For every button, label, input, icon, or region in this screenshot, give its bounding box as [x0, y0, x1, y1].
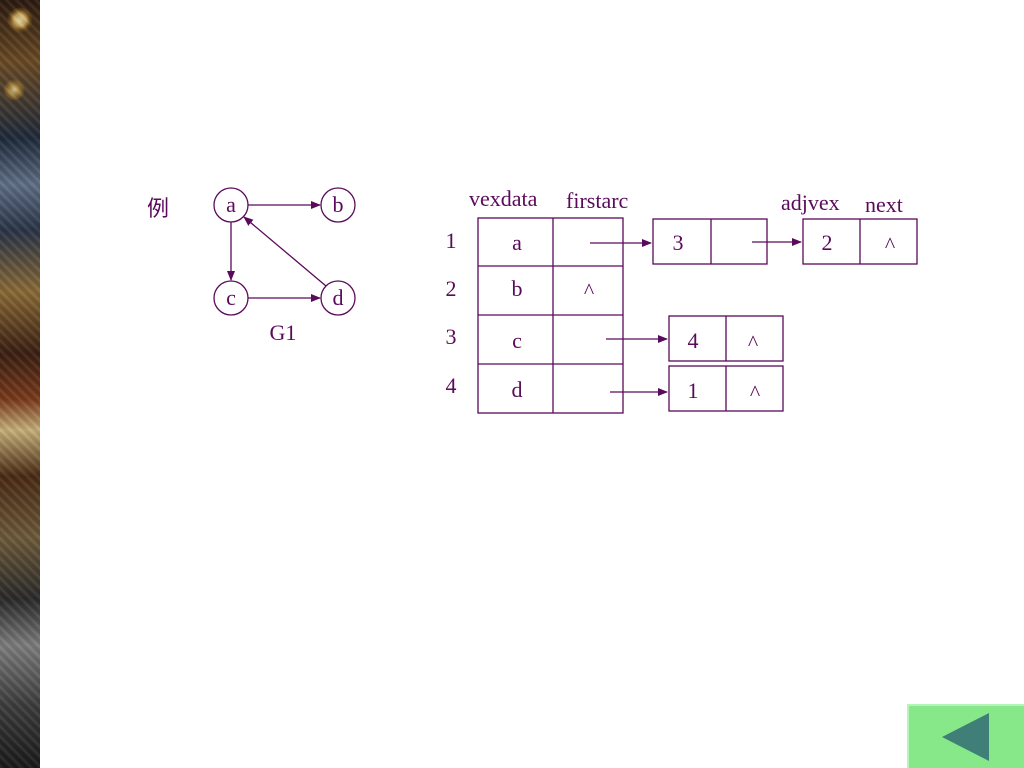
next-null-row1: ^: [885, 232, 896, 257]
adjvex-value-1: 1: [688, 378, 699, 403]
header-next: next: [865, 192, 903, 217]
adjvex-value-4: 4: [688, 328, 699, 353]
next-null-row4: ^: [750, 380, 761, 405]
next-null-row3: ^: [748, 330, 759, 355]
vertex-label-d: d: [333, 285, 344, 310]
edge-d-a: [243, 216, 327, 287]
vertex-a: [213, 187, 249, 223]
header-vexdata: vexdata: [469, 186, 538, 211]
vertex-b: [320, 187, 356, 223]
vertex-d: [320, 280, 356, 316]
pointer-arrows: [590, 238, 802, 396]
row-index-2: 2: [446, 276, 457, 301]
row-index-1: 1: [446, 228, 457, 253]
example-label: 例: [147, 196, 169, 221]
vertex-label-b: b: [333, 192, 344, 217]
vertex-c: [213, 280, 249, 316]
graph-g1: [213, 187, 356, 316]
row-index-4: 4: [446, 373, 457, 398]
header-firstarc: firstarc: [566, 188, 629, 213]
back-button[interactable]: [907, 704, 1024, 768]
vexdata-cell-a: a: [512, 230, 522, 255]
graph-name: G1: [270, 320, 297, 345]
adjvex-value-3: 3: [673, 230, 684, 255]
header-adjvex: adjvex: [781, 190, 840, 215]
vexdata-cell-c: c: [512, 328, 522, 353]
vertex-label-a: a: [226, 192, 236, 217]
firstarc-null-b: ^: [584, 278, 595, 303]
vexdata-cell-d: d: [512, 377, 523, 402]
vertex-label-c: c: [226, 285, 236, 310]
vertex-table: [477, 217, 624, 414]
row-index-3: 3: [446, 324, 457, 349]
vexdata-cell-b: b: [512, 276, 523, 301]
decorative-side-strip: [0, 0, 40, 768]
back-arrow-icon: [942, 713, 989, 761]
adjvex-value-2: 2: [822, 230, 833, 255]
arc-node-row1-first: [652, 218, 768, 265]
